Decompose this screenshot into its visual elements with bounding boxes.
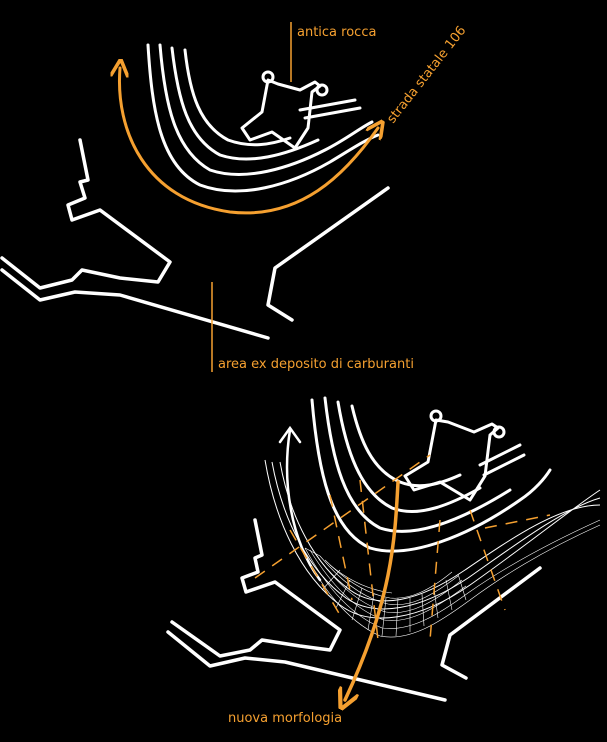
coast-left-block xyxy=(0,138,172,290)
top-coastline xyxy=(0,138,390,340)
coast-right-block xyxy=(266,186,390,322)
bottom-diagram: nuova morfologia xyxy=(166,396,601,726)
bottom-coastline xyxy=(166,518,542,702)
label-antica-rocca: antica rocca xyxy=(297,25,376,40)
label-nuova-morfologia: nuova morfologia xyxy=(228,711,342,726)
label-area-ex-deposito: area ex deposito di carburanti xyxy=(218,357,414,372)
coast-lower-line xyxy=(0,268,270,340)
bottom-contour-lines xyxy=(310,396,552,553)
bottom-left-arrow xyxy=(278,425,322,582)
top-contour-3 xyxy=(170,46,320,161)
fortress-tower-left xyxy=(261,70,275,84)
label-strada-statale: strada statale 106 xyxy=(384,23,469,126)
fortress-outline xyxy=(240,78,322,150)
fortress-tower-right xyxy=(315,83,329,97)
bottom-section-lines xyxy=(254,454,551,641)
top-contour-4 xyxy=(183,48,292,147)
top-diagram: antica rocca strada statale 106 area ex … xyxy=(0,22,469,372)
strada-statale-arrow xyxy=(119,68,378,215)
nuova-morfologia-arrow xyxy=(345,480,400,700)
top-fortress xyxy=(240,70,329,150)
bottom-fortress xyxy=(403,409,506,502)
